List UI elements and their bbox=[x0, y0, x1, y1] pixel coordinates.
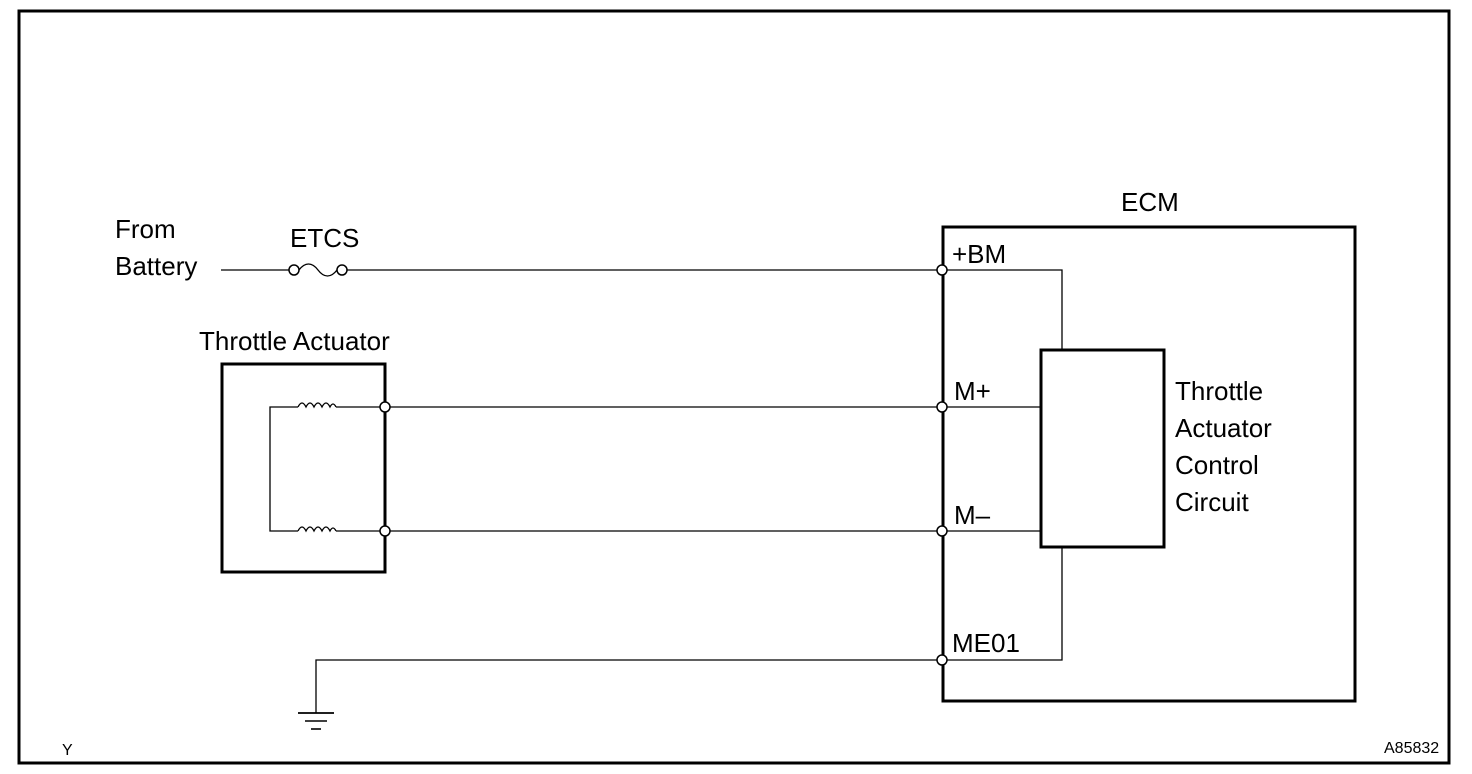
fuse-label: ETCS bbox=[290, 223, 359, 253]
outer-frame bbox=[17, 9, 1451, 765]
actuator-internal-wire bbox=[269, 406, 298, 532]
motor-coil-lower-icon bbox=[297, 526, 337, 533]
actuator-title: Throttle Actuator bbox=[199, 326, 390, 356]
ecm-title: ECM bbox=[1121, 187, 1179, 217]
wire-ground bbox=[315, 659, 937, 713]
control-circuit-box bbox=[1039, 348, 1166, 549]
ground-icon bbox=[298, 712, 334, 730]
ecm-terminal-mminus bbox=[936, 525, 948, 537]
circuit-label-line3: Control bbox=[1175, 450, 1259, 480]
circuit-label-line4: Circuit bbox=[1175, 487, 1249, 517]
ecm-terminal-me01 bbox=[936, 654, 948, 666]
motor-coil-upper-icon bbox=[297, 402, 337, 409]
pin-label-bm: +BM bbox=[952, 239, 1006, 269]
ecm-terminal-mplus bbox=[936, 401, 948, 413]
actuator-terminal-lower bbox=[379, 525, 391, 537]
circuit-label-line1: Throttle bbox=[1175, 376, 1263, 406]
ecm-wire-bm bbox=[947, 269, 1063, 350]
corner-marker-left: Y bbox=[62, 742, 73, 759]
pin-label-mminus: M– bbox=[954, 500, 991, 530]
fuse-icon bbox=[288, 263, 348, 277]
source-label-battery: Battery bbox=[115, 251, 197, 281]
ecm-terminal-bm bbox=[936, 264, 948, 276]
pin-label-mplus: M+ bbox=[954, 376, 991, 406]
pin-label-me01: ME01 bbox=[952, 628, 1020, 658]
ecm-wire-me01 bbox=[947, 547, 1063, 661]
figure-id: A85832 bbox=[1384, 740, 1439, 757]
actuator-box bbox=[220, 362, 387, 574]
circuit-label-line2: Actuator bbox=[1175, 413, 1272, 443]
source-label-from: From bbox=[115, 214, 176, 244]
actuator-terminal-upper bbox=[379, 401, 391, 413]
ecm-box bbox=[941, 225, 1357, 703]
